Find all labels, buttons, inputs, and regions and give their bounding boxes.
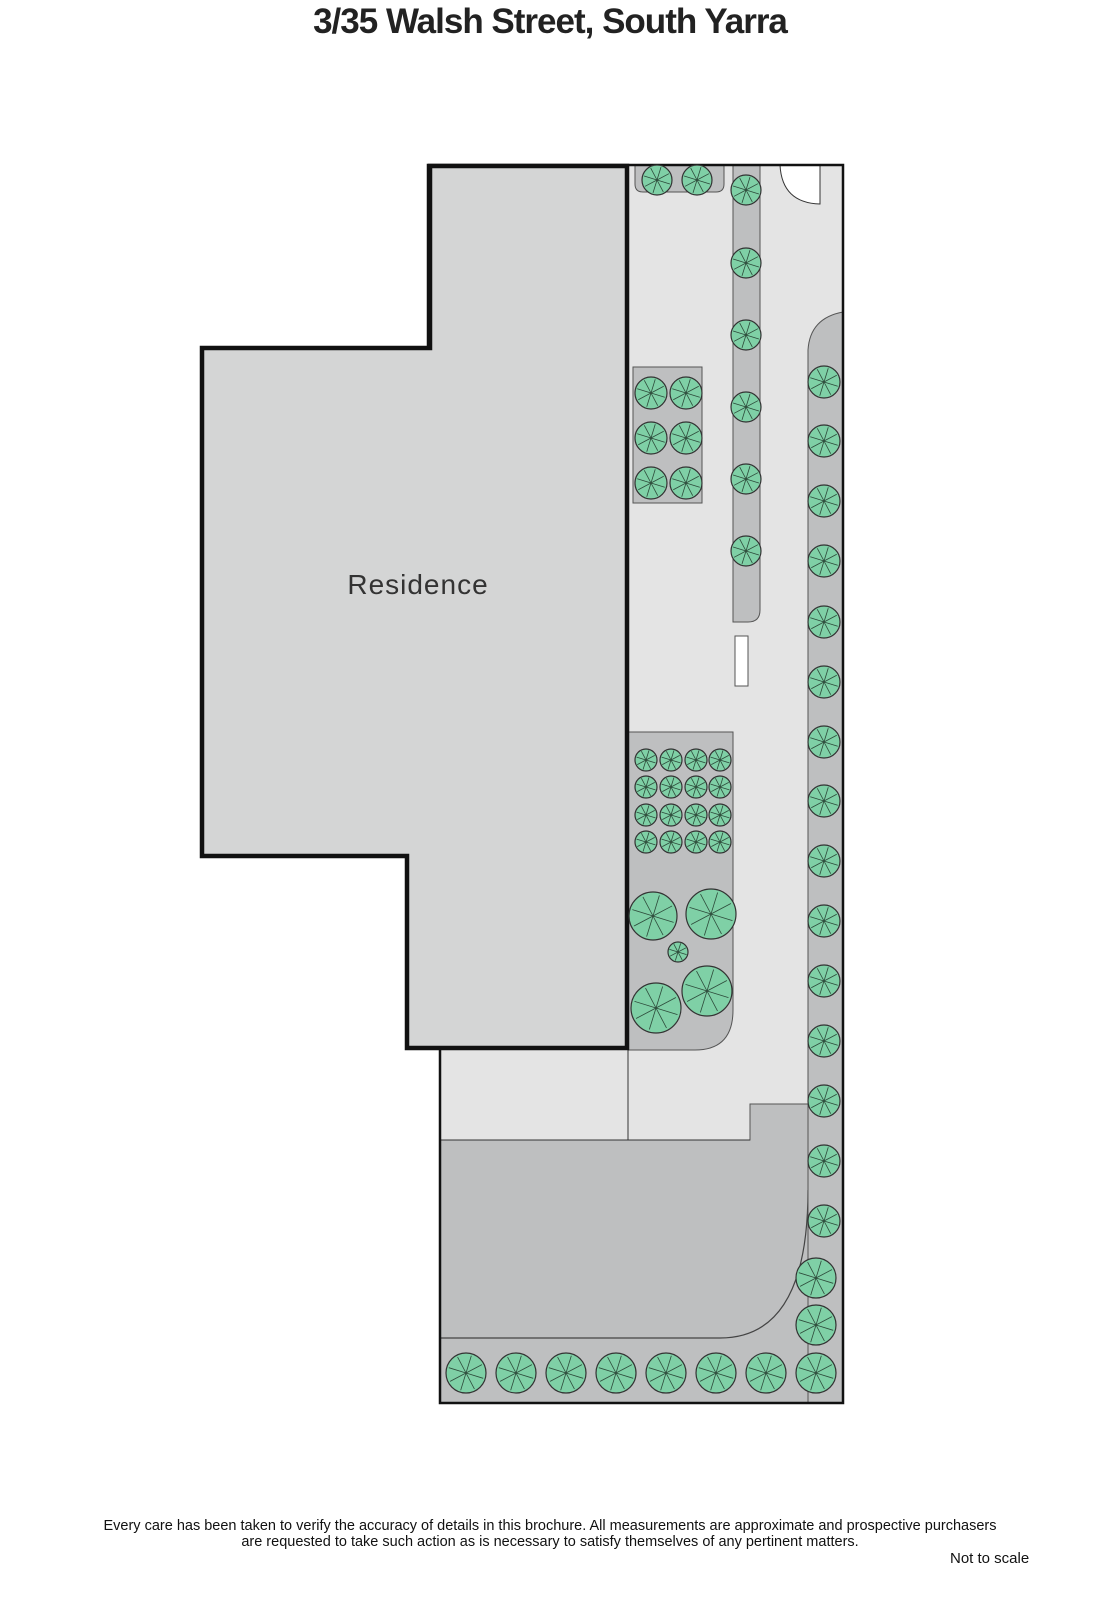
- tree-icon: [730, 391, 762, 423]
- tree-icon: [795, 1352, 837, 1394]
- tree-icon: [595, 1352, 637, 1394]
- tree-icon: [708, 803, 732, 827]
- disclaimer-line: are requested to take such action as is …: [241, 1534, 859, 1550]
- tree-icon: [659, 748, 683, 772]
- tree-icon: [807, 1144, 841, 1178]
- page-title: 3/35 Walsh Street, South Yarra: [313, 2, 788, 41]
- tree-icon: [634, 376, 668, 410]
- tree-icon: [807, 1024, 841, 1058]
- tree-icon: [495, 1352, 537, 1394]
- tree-icon: [685, 888, 737, 940]
- tree-icon: [795, 1304, 837, 1346]
- tree-icon: [634, 421, 668, 455]
- tree-icon: [667, 941, 689, 963]
- tree-icon: [807, 1084, 841, 1118]
- residence-building: [199, 163, 630, 1051]
- tree-icon: [730, 247, 762, 279]
- tree-icon: [659, 830, 683, 854]
- residence-label: Residence: [347, 569, 489, 600]
- tree-icon: [634, 748, 658, 772]
- scale-note: Not to scale: [950, 1550, 1030, 1567]
- tree-icon: [684, 803, 708, 827]
- disclaimer-line: Every care has been taken to verify the …: [103, 1518, 997, 1534]
- tree-icon: [634, 803, 658, 827]
- tree-icon: [807, 484, 841, 518]
- tree-icon: [807, 725, 841, 759]
- tree-icon: [634, 830, 658, 854]
- tree-icon: [807, 904, 841, 938]
- tree-icon: [730, 463, 762, 495]
- tree-icon: [645, 1352, 687, 1394]
- tree-icon: [695, 1352, 737, 1394]
- tree-icon: [684, 775, 708, 799]
- disclaimer: Every care has been taken to verify the …: [0, 1518, 1100, 1550]
- tree-icon: [708, 830, 732, 854]
- meter-box: [734, 635, 749, 687]
- tree-icon: [659, 803, 683, 827]
- tree-icon: [807, 964, 841, 998]
- tree-icon: [445, 1352, 487, 1394]
- tree-icon: [807, 365, 841, 399]
- tree-icon: [681, 164, 713, 196]
- tree-icon: [669, 421, 703, 455]
- tree-icon: [708, 748, 732, 772]
- tree-icon: [628, 891, 678, 941]
- tree-icon: [807, 665, 841, 699]
- tree-icon: [684, 748, 708, 772]
- tree-icon: [708, 775, 732, 799]
- paving-area-lower: [440, 1048, 628, 1140]
- trees-group: [445, 164, 841, 1394]
- tree-icon: [807, 844, 841, 878]
- tree-icon: [684, 830, 708, 854]
- driveway-edge: [440, 1189, 809, 1339]
- tree-icon: [807, 1204, 841, 1238]
- tree-icon: [730, 535, 762, 567]
- tree-icon: [669, 376, 703, 410]
- tree-icon: [634, 466, 668, 500]
- tree-icon: [641, 164, 673, 196]
- tree-icon: [807, 424, 841, 458]
- tree-icon: [545, 1352, 587, 1394]
- tree-icon: [634, 775, 658, 799]
- tree-icon: [659, 775, 683, 799]
- tree-icon: [807, 544, 841, 578]
- tree-icon: [630, 982, 682, 1034]
- tree-icon: [730, 319, 762, 351]
- tree-icon: [807, 784, 841, 818]
- tree-icon: [730, 174, 762, 206]
- tree-icon: [807, 605, 841, 639]
- tree-icon: [745, 1352, 787, 1394]
- tree-icon: [669, 466, 703, 500]
- tree-icon: [681, 965, 733, 1017]
- door-swing: [779, 164, 821, 205]
- tree-icon: [795, 1257, 837, 1299]
